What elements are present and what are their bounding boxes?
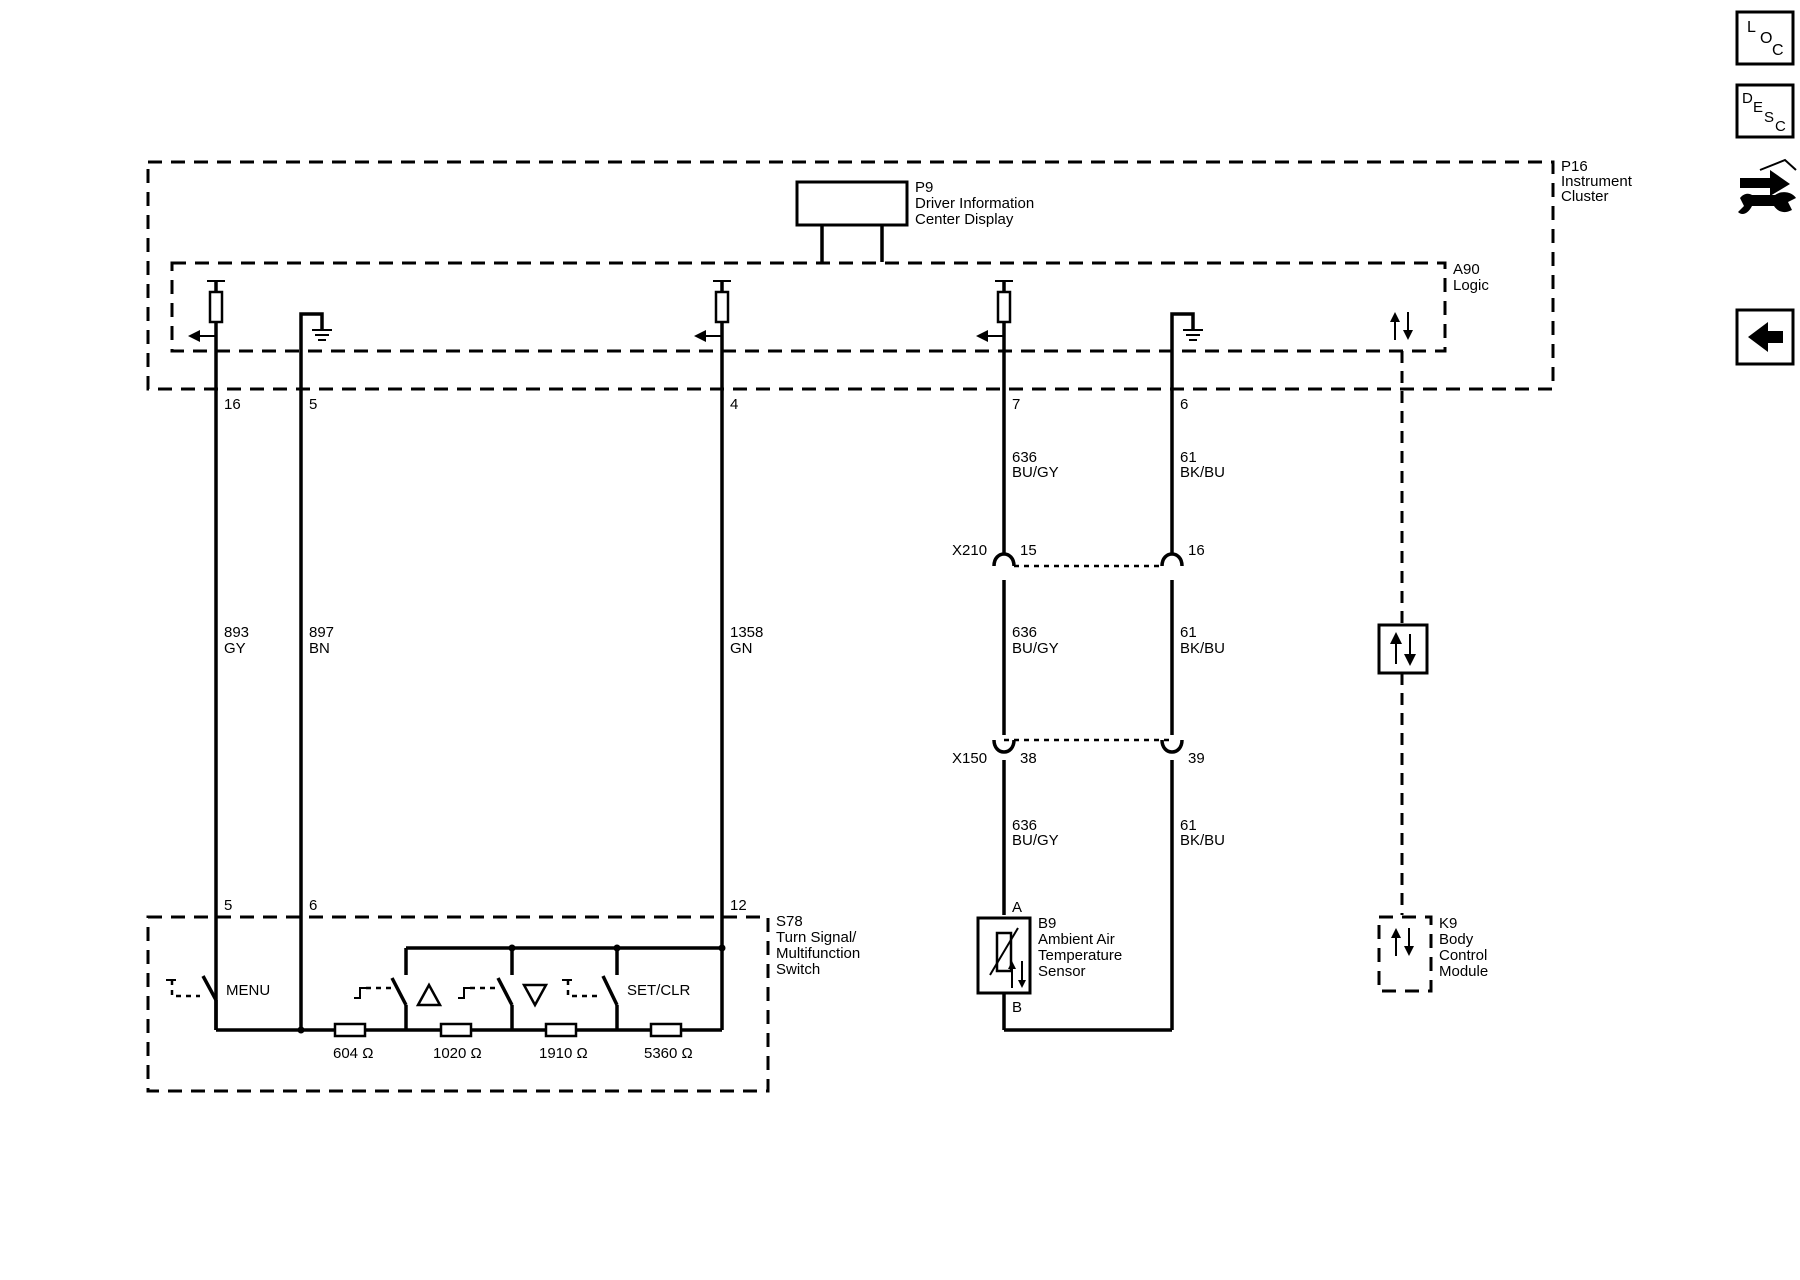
wire-1358-circuit: 1358 — [730, 624, 763, 641]
k9-name-3: Module — [1439, 963, 1488, 980]
x210-pin-16: 16 — [1188, 542, 1205, 559]
wire-636-color-2: BU/GY — [1012, 640, 1059, 657]
wire-636-circuit-2: 636 — [1012, 624, 1037, 641]
p16-pin-4: 4 — [730, 396, 738, 413]
b9-name-2: Temperature — [1038, 947, 1122, 964]
k9-name-1: Body — [1439, 931, 1474, 948]
k9-id: K9 — [1439, 915, 1457, 932]
x210-id: X210 — [952, 542, 987, 559]
pullup-resistor-pin16 — [188, 280, 225, 342]
wire-636-color-3: BU/GY — [1012, 832, 1059, 849]
p9-name-2: Center Display — [915, 211, 1014, 228]
s78-pin-12: 12 — [730, 897, 747, 914]
wire-61-circuit-2: 61 — [1180, 624, 1197, 641]
p16-name-2: Cluster — [1561, 188, 1609, 205]
pullup-resistor-pin7 — [976, 280, 1013, 342]
wire-636-color-1: BU/GY — [1012, 464, 1059, 481]
resistor-604-label: 604 Ω — [333, 1045, 373, 1062]
desc-letter-c: C — [1775, 118, 1786, 135]
desc-letter-d: D — [1742, 90, 1753, 107]
s78-name-1: Turn Signal/ — [776, 929, 857, 946]
pullup-resistor-pin4 — [694, 280, 731, 342]
wire-61-circuit-1: 61 — [1180, 449, 1197, 466]
x150-pin-38: 38 — [1020, 750, 1037, 767]
s78-id: S78 — [776, 913, 803, 930]
p16-pin-5: 5 — [309, 396, 317, 413]
resistor-604 — [333, 1022, 367, 1038]
down-switch — [458, 977, 549, 1030]
x150-pin-39: 39 — [1188, 750, 1205, 767]
wire-893-color: GY — [224, 640, 246, 657]
x150-connector — [992, 738, 1184, 754]
menu-switch — [166, 975, 218, 1030]
serial-data-icon — [1390, 312, 1413, 340]
resistor-1020-label: 1020 Ω — [433, 1045, 482, 1062]
p9-id: P9 — [915, 179, 933, 196]
resistor-5360-label: 5360 Ω — [644, 1045, 693, 1062]
up-switch — [354, 977, 443, 1030]
resistor-5360 — [649, 1022, 683, 1038]
wire-1358-color: GN — [730, 640, 753, 657]
s78-name-3: Switch — [776, 961, 820, 978]
s78-pin-5: 5 — [224, 897, 232, 914]
back-arrow-icon — [1748, 322, 1783, 352]
ground-icon-pin5 — [299, 312, 332, 400]
wire-61-color-1: BK/BU — [1180, 464, 1225, 481]
menu-label: MENU — [226, 982, 270, 999]
b9-sensor — [976, 916, 1032, 995]
b9-name-3: Sensor — [1038, 963, 1086, 980]
down-triangle-icon — [521, 983, 549, 1008]
k9-serial-data-icon — [1391, 928, 1414, 956]
p9-name-1: Driver Information — [915, 195, 1034, 212]
wire-897-color: BN — [309, 640, 330, 657]
k9-body-control-module-box — [1377, 915, 1433, 993]
s78-name-2: Multifunction — [776, 945, 860, 962]
loc-letter-o: O — [1760, 30, 1772, 47]
p16-pin-7: 7 — [1012, 396, 1020, 413]
connector-wrench-icon[interactable] — [1738, 158, 1797, 214]
b9-id: B9 — [1038, 915, 1056, 932]
p16-name-1: Instrument — [1561, 173, 1633, 190]
setclr-label: SET/CLR — [627, 982, 691, 999]
wire-61-color-3: BK/BU — [1180, 832, 1225, 849]
desc-letter-s: S — [1764, 109, 1774, 126]
wire-893-circuit: 893 — [224, 624, 249, 641]
back-button[interactable] — [1735, 308, 1795, 366]
a90-name: Logic — [1453, 277, 1489, 294]
resistor-1910 — [544, 1022, 578, 1038]
loc-button[interactable]: L O C — [1735, 10, 1795, 66]
p16-instrument-cluster-box — [146, 160, 1555, 391]
x210-pin-15: 15 — [1020, 542, 1037, 559]
x210-connector — [992, 552, 1184, 568]
a90-logic-box — [170, 261, 1447, 353]
setclr-switch — [562, 975, 619, 1030]
s78-switch-box — [146, 915, 770, 1093]
p9-display-box — [795, 180, 909, 227]
b9-pin-a: A — [1012, 899, 1022, 916]
b9-pin-b: B — [1012, 999, 1022, 1016]
serial-data-icon-mid — [1377, 623, 1429, 675]
wire-636-circuit-3: 636 — [1012, 817, 1037, 834]
p16-pin-6: 6 — [1180, 396, 1188, 413]
k9-name-2: Control — [1439, 947, 1487, 964]
resistor-1020 — [439, 1022, 473, 1038]
desc-button[interactable]: D E S C — [1735, 83, 1795, 139]
desc-letter-e: E — [1753, 99, 1763, 116]
x150-id: X150 — [952, 750, 987, 767]
resistor-1910-label: 1910 Ω — [539, 1045, 588, 1062]
p16-pin-16: 16 — [224, 396, 241, 413]
a90-id: A90 — [1453, 261, 1480, 278]
loc-letter-l: L — [1747, 19, 1756, 36]
ground-icon-pin6 — [1170, 312, 1203, 400]
wire-61-circuit-3: 61 — [1180, 817, 1197, 834]
p16-id: P16 — [1561, 158, 1588, 175]
wire-61-color-2: BK/BU — [1180, 640, 1225, 657]
loc-letter-c: C — [1772, 42, 1784, 59]
up-triangle-icon — [415, 982, 443, 1007]
wire-897-circuit: 897 — [309, 624, 334, 641]
wire-636-circuit-1: 636 — [1012, 449, 1037, 466]
b9-name-1: Ambient Air — [1038, 931, 1115, 948]
s78-pin-6: 6 — [309, 897, 317, 914]
